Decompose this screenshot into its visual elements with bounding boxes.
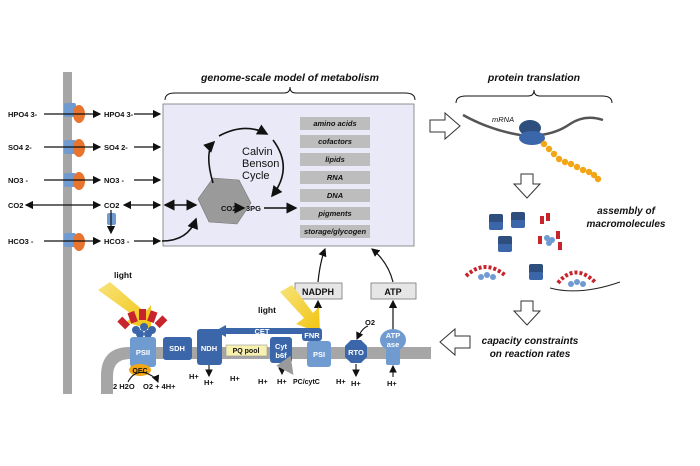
cycle-3pg: 3PG bbox=[246, 204, 261, 213]
ribosome bbox=[519, 120, 545, 145]
metabolite-item: DNA bbox=[327, 191, 343, 200]
pq-pool bbox=[225, 344, 268, 357]
light-label-left: light bbox=[114, 270, 132, 280]
ion-no3-in: NO3 - bbox=[104, 176, 125, 185]
ion-hpo4-in: HPO4 3- bbox=[104, 110, 134, 119]
cycle-label-line1: Calvin bbox=[242, 146, 273, 158]
nadph-label: NADPH bbox=[302, 287, 334, 297]
arrow-left-hollow bbox=[439, 327, 471, 357]
metabolite-item: cofactors bbox=[318, 137, 352, 146]
hplus-label: H+ bbox=[351, 379, 361, 388]
capacity-title-line1: capacity constraints bbox=[482, 336, 579, 347]
light-label-right: light bbox=[258, 305, 276, 315]
atpase-label-2: ase bbox=[387, 340, 400, 349]
psii-complex bbox=[130, 337, 156, 367]
cet-arrow bbox=[215, 325, 308, 337]
hplus-label: H+ bbox=[258, 377, 268, 386]
psii-label: PSII bbox=[136, 348, 150, 357]
pc-arrow bbox=[276, 355, 294, 376]
metabolism-model-box bbox=[162, 103, 415, 247]
oec-label: OEC bbox=[132, 368, 147, 375]
cycle-arrows bbox=[161, 124, 298, 242]
metabolite-list: amino acids cofactors lipids RNA DNA pig… bbox=[300, 117, 370, 238]
atpase-stalk bbox=[386, 349, 400, 365]
ion-no3-out: NO3 - bbox=[8, 176, 29, 185]
hplus-label: H+ bbox=[336, 377, 346, 386]
ion-so4-in: SO4 2- bbox=[104, 143, 128, 152]
light-beam-left bbox=[98, 282, 151, 330]
light-beam-right bbox=[280, 285, 320, 333]
psi-label: PSI bbox=[313, 350, 325, 359]
assembly-title-line1: assembly of bbox=[597, 206, 656, 217]
atp-box bbox=[370, 282, 417, 300]
arrow-right-hollow bbox=[429, 111, 461, 141]
ion-hco3-out: HCO3 - bbox=[8, 237, 34, 246]
metabolite-item: lipids bbox=[325, 155, 345, 164]
hplus-label: H+ bbox=[387, 379, 397, 388]
o2-label: O2 bbox=[365, 318, 375, 327]
assembled-complexes bbox=[464, 212, 621, 292]
fnr-label: FNR bbox=[304, 331, 320, 340]
metabolite-item: RNA bbox=[327, 173, 343, 182]
hplus-label: H+ bbox=[277, 377, 287, 386]
ndh-complex bbox=[197, 329, 222, 365]
ion-hco3-in: HCO3 - bbox=[104, 237, 130, 246]
ion-hpo4-out: HPO4 3- bbox=[8, 110, 38, 119]
atpase-complex bbox=[380, 329, 406, 351]
capacity-title-line2: on reaction rates bbox=[490, 349, 571, 360]
cycle-co2: CO2 bbox=[221, 204, 236, 213]
atpase-label-1: ATP bbox=[386, 331, 400, 340]
cycle-label-line2: Benson bbox=[242, 158, 279, 170]
psii-antenna bbox=[117, 309, 168, 338]
pc-label: PC/cytC bbox=[293, 379, 320, 386]
sdh-complex bbox=[163, 337, 192, 360]
cycle-label-line3: Cycle bbox=[242, 170, 270, 182]
mrna-strand bbox=[462, 113, 604, 137]
cyt-label-1: Cyt bbox=[275, 342, 288, 351]
uptake-arrows bbox=[24, 109, 162, 246]
metabolite-item: pigments bbox=[317, 209, 351, 218]
cet-label: CET bbox=[255, 327, 270, 336]
assembly-title-line2: macromolecules bbox=[587, 219, 666, 230]
o2-4h-label: O2 + 4H+ bbox=[143, 382, 176, 391]
pq-label: PQ pool bbox=[233, 348, 260, 355]
translation-brace bbox=[455, 89, 613, 104]
ion-co2-in: CO2 bbox=[104, 201, 119, 210]
hplus-label: H+ bbox=[189, 372, 199, 381]
model-brace bbox=[164, 86, 416, 101]
product-arrows bbox=[313, 247, 398, 331]
hplus-label: H+ bbox=[204, 378, 214, 387]
metabolite-item: amino acids bbox=[313, 119, 356, 128]
rto-complex bbox=[345, 340, 367, 363]
sdh-label: SDH bbox=[169, 344, 185, 353]
rto-label: RTO bbox=[348, 348, 364, 357]
arrow-down-hollow-1 bbox=[512, 173, 542, 199]
mrna-label: mRNA bbox=[492, 115, 514, 124]
translation-title: protein translation bbox=[487, 72, 580, 84]
peptide-chain bbox=[540, 140, 602, 183]
cyt-label-2: b6f bbox=[275, 351, 287, 360]
psi-complex bbox=[307, 341, 331, 367]
fnr-complex bbox=[302, 328, 322, 341]
ion-so4-out: SO4 2- bbox=[8, 143, 32, 152]
arrow-down-hollow-2 bbox=[512, 300, 542, 326]
water-label: 2 H2O bbox=[113, 382, 135, 391]
hplus-label: H+ bbox=[230, 374, 240, 383]
model-title: genome-scale model of metabolism bbox=[200, 72, 379, 84]
metabolite-item: storage/glycogen bbox=[304, 227, 367, 236]
ion-co2-out: CO2 bbox=[8, 201, 23, 210]
ndh-label: NDH bbox=[201, 344, 217, 353]
atp-label: ATP bbox=[384, 287, 401, 297]
